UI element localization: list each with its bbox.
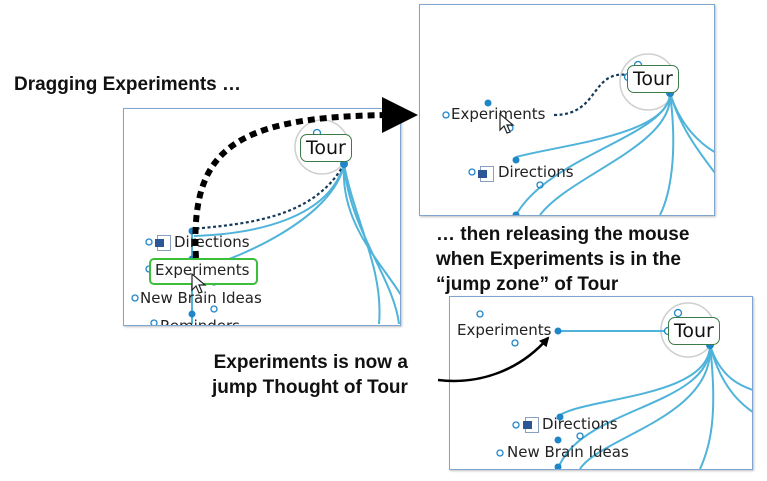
experiments-node-dragging[interactable]: Experiments — [451, 105, 546, 123]
directions-node[interactable]: Directions — [174, 233, 250, 251]
caption-releasing-line2: when Experiments is in the — [436, 249, 681, 270]
word-document-icon — [478, 166, 494, 182]
panel-result-links — [476, 302, 752, 469]
panel-dragging: Tour Experiments Directions — [419, 4, 715, 216]
mouse-cursor-icon — [191, 272, 207, 294]
panel-before-drag: Tour Directions Experiments New Brain Id… — [123, 108, 401, 326]
caption-dragging: Dragging Experiments … — [14, 74, 241, 95]
word-document-icon — [523, 417, 539, 433]
caption-result-line1: Experiments is now a — [213, 352, 408, 373]
panel-dragging-links — [442, 53, 714, 215]
experiments-jump-thought-node[interactable]: Experiments — [457, 321, 552, 339]
tour-node[interactable]: Tour — [627, 65, 679, 93]
reminders-node[interactable]: Reminders — [160, 317, 240, 326]
caption-releasing: … then releasing the mouse when Experime… — [436, 222, 689, 297]
experiments-node[interactable]: Experiments — [155, 261, 250, 279]
directions-node[interactable]: Directions — [542, 415, 618, 433]
caption-releasing-line1: … then releasing the mouse — [436, 224, 690, 245]
tour-node[interactable]: Tour — [668, 317, 720, 345]
tour-node[interactable]: Tour — [300, 134, 352, 162]
drag-move-cursor-icon — [499, 112, 515, 134]
experiments-selection-outline — [149, 258, 258, 285]
new-brain-ideas-node[interactable]: New Brain Ideas — [140, 289, 262, 307]
caption-releasing-line3: “jump zone” of Tour — [436, 274, 619, 295]
word-document-icon — [155, 235, 171, 251]
new-brain-ideas-node[interactable]: New Brain Ideas — [507, 443, 629, 461]
panel-result: Tour Experiments Directions New Brain Id… — [449, 296, 753, 470]
caption-result: Experiments is now a jump Thought of Tou… — [212, 350, 408, 400]
caption-result-line2: jump Thought of Tour — [212, 377, 408, 398]
directions-node[interactable]: Directions — [498, 163, 574, 181]
